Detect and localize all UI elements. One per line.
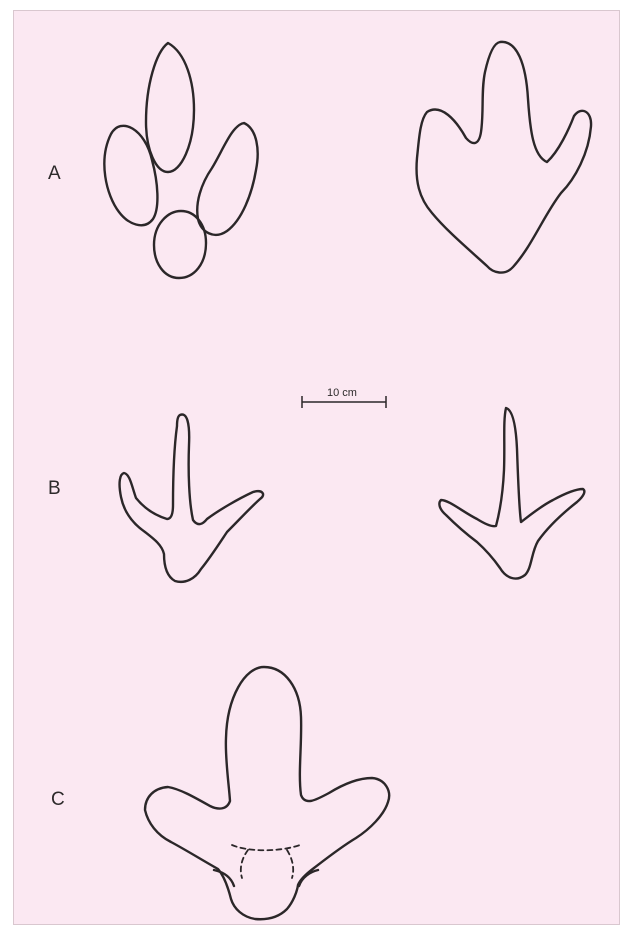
row-a-left-right-toe: [197, 123, 257, 235]
row-c-footprint: [145, 667, 389, 919]
row-b-right-footprint: [439, 408, 584, 579]
row-label-b: B: [48, 479, 61, 498]
row-label-c: C: [51, 790, 65, 809]
row-a-right-footprint: [417, 42, 592, 273]
row-a-left-middle-toe: [146, 43, 194, 172]
row-a-left-heel-pad: [154, 211, 206, 278]
row-b-track-left: [120, 415, 264, 582]
row-b-track-right: [439, 408, 584, 579]
row-label-a: A: [48, 164, 61, 183]
row-c-arch-dashed-line: [232, 845, 300, 850]
row-c-track: [145, 667, 389, 919]
row-a-left-left-toe: [104, 126, 157, 225]
scale-bar-label: 10 cm: [314, 388, 370, 399]
row-b-left-footprint: [120, 415, 264, 582]
row-c-right-dashed-line: [287, 850, 293, 878]
row-a-track-left: [104, 43, 257, 278]
row-c-left-dashed-line: [241, 850, 248, 878]
row-a-track-right: [417, 42, 592, 273]
